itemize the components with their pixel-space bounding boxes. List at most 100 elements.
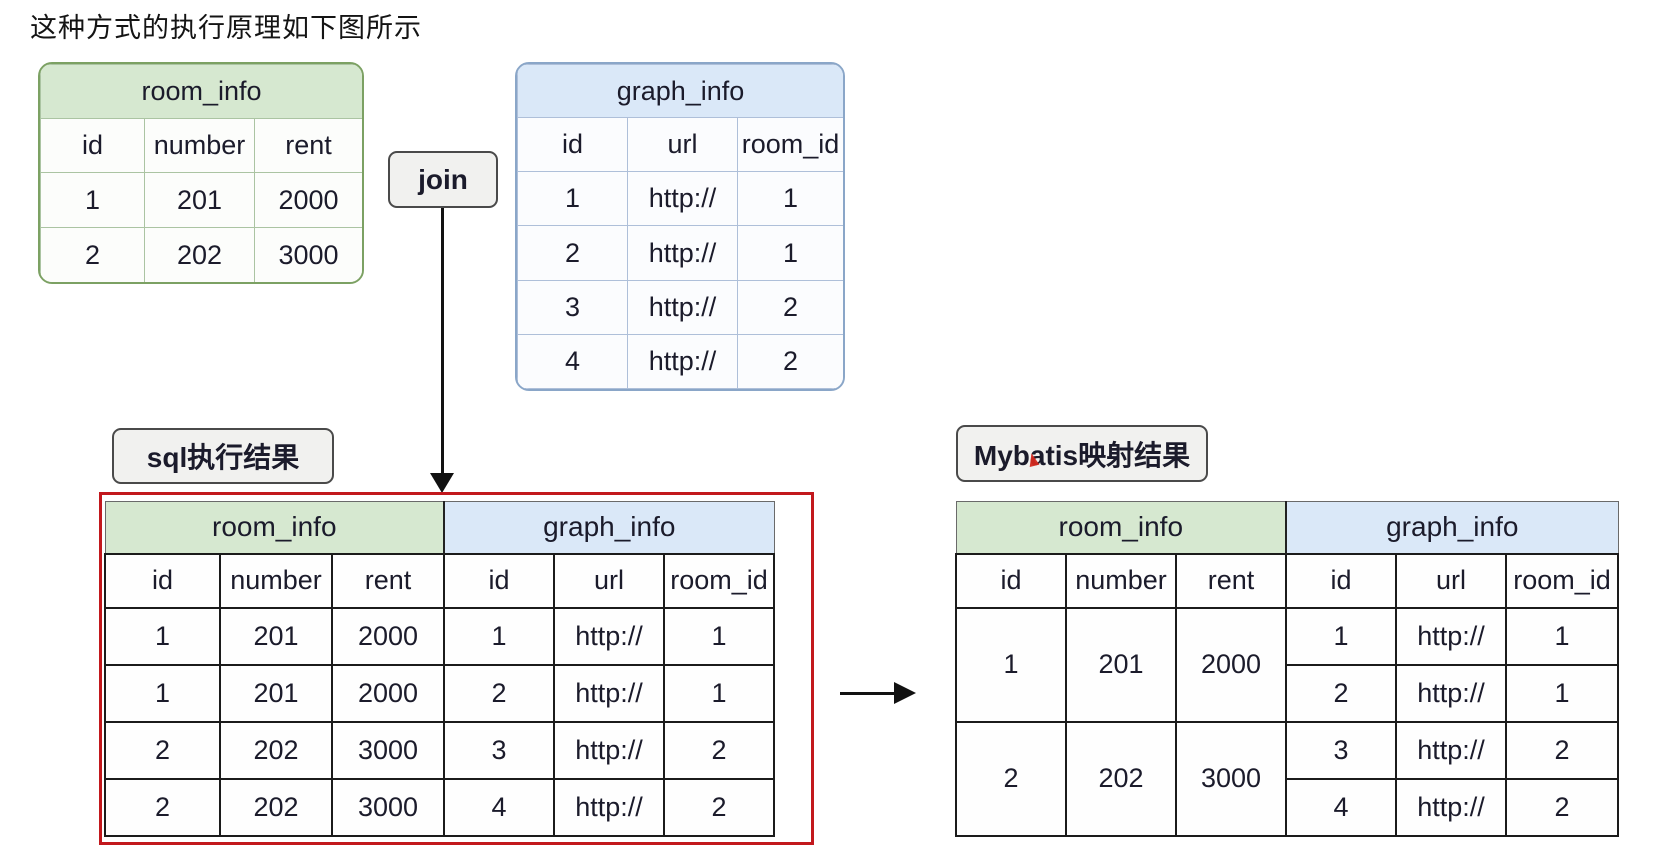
cell: 4 [443,777,556,837]
group-header-room-info: room_info [955,501,1288,554]
cell: 1 [1505,663,1620,723]
cell: 4 [1285,777,1398,837]
column-header: number [144,118,255,173]
cell: http:// [627,333,738,389]
merged-cell: 3000 [1174,720,1288,837]
cell: 202 [144,227,255,282]
mybatis-result-label-text: Mybatis映射结果 [973,439,1191,471]
cell: http:// [627,225,738,281]
cell: 1 [736,171,843,227]
cell: 3 [443,720,556,780]
result-arrow-right-head [894,682,916,704]
cell: 201 [219,663,333,723]
cell: 2 [663,720,776,780]
column-header: number [219,552,333,609]
group-header-graph-info: graph_info [443,501,775,554]
cell: 1 [443,606,556,666]
cell: http:// [553,720,666,780]
table-row: 2 202 3000 3 http:// 2 [955,720,1620,837]
graph-info-title: graph_info [517,64,843,119]
cell: 2 [736,279,843,335]
graph-info-table: graph_info id url room_id 1 http:// 1 2 … [515,62,845,391]
column-header: rent [1174,552,1288,609]
sql-result-label: sql执行结果 [112,428,334,484]
cell: 2000 [330,606,446,666]
table-row: 4 http:// 2 [517,333,843,389]
page-title: 这种方式的执行原理如下图所示 [30,13,422,43]
merged-cell: 2000 [1174,606,1288,723]
cell: http:// [627,279,738,335]
cell: 201 [219,606,333,666]
cell: 2 [1285,663,1398,723]
column-header: id [40,118,145,173]
group-header-room-info: room_info [104,501,446,554]
cell: 3000 [330,777,446,837]
sql-result-table: room_info graph_info id number rent id u… [104,501,776,837]
cell: http:// [553,606,666,666]
cell: 2 [443,663,556,723]
cell: 1 [1505,606,1620,666]
cell: 2 [663,777,776,837]
table-row: 1 201 2000 1 http:// 1 [104,606,776,666]
cell: 1 [104,606,221,666]
cell: 3 [517,279,628,335]
mybatis-result-table: room_info graph_info id number rent id u… [955,501,1620,837]
table-row: 2 202 3000 3 http:// 2 [104,720,776,780]
cell: 1 [1285,606,1398,666]
cell: 2 [1505,777,1620,837]
column-header: id [517,117,628,173]
cell: http:// [553,777,666,837]
table-row: 2 http:// 1 [956,663,1620,723]
cell: 1 [40,172,145,228]
mybatis-result-label: Mybatis映射结果 [956,425,1208,482]
column-header: rent [254,118,362,173]
cell: 1 [663,663,776,723]
merged-cell: 201 [1065,606,1177,723]
column-header: id [1285,552,1398,609]
cell: 2 [517,225,628,281]
result-arrow-right-line [840,692,898,695]
group-header-graph-info: graph_info [1285,501,1619,554]
table-row: 1 http:// 1 [517,171,843,227]
cell: 2000 [330,663,446,723]
cell: 3000 [330,720,446,780]
cell: 3 [1285,720,1398,780]
cell: 201 [144,172,255,228]
cell: http:// [1395,720,1508,780]
sql-result-label-text: sql执行结果 [146,442,300,473]
cell: 2 [104,777,221,837]
cell: 2 [40,227,145,282]
table-row: 4 http:// 2 [956,777,1620,837]
column-header: number [1065,552,1177,609]
table-row: 1 201 2000 [40,172,362,228]
cell: 1 [104,663,221,723]
join-arrow-down-head [430,473,454,493]
column-header: url [553,552,666,609]
column-header: url [1395,552,1508,609]
table-row: 3 http:// 2 [517,279,843,335]
table-row: 1 201 2000 2 http:// 1 [104,663,776,723]
join-arrow-down-line [441,208,444,476]
cell: 4 [517,333,628,389]
cell: 2000 [254,172,362,228]
column-header: room_id [1505,552,1620,609]
cell: http:// [553,663,666,723]
cell: 2 [104,720,221,780]
cell: 1 [736,225,843,281]
join-label: join [388,151,498,208]
column-header: id [955,552,1067,609]
merged-cell: 202 [1065,720,1177,837]
merged-cell: 2 [955,720,1067,837]
cell: 3000 [254,227,362,282]
room-info-title: room_info [40,64,362,119]
merged-cell: 1 [955,606,1067,723]
cell: 202 [219,720,333,780]
column-header: room_id [736,117,843,173]
cell: 2 [1505,720,1620,780]
table-row: 2 http:// 1 [517,225,843,281]
table-row: 2 202 3000 4 http:// 2 [104,777,776,837]
cell: http:// [1395,606,1508,666]
cell: 1 [517,171,628,227]
cell: 2 [736,333,843,389]
cell: http:// [1395,663,1508,723]
